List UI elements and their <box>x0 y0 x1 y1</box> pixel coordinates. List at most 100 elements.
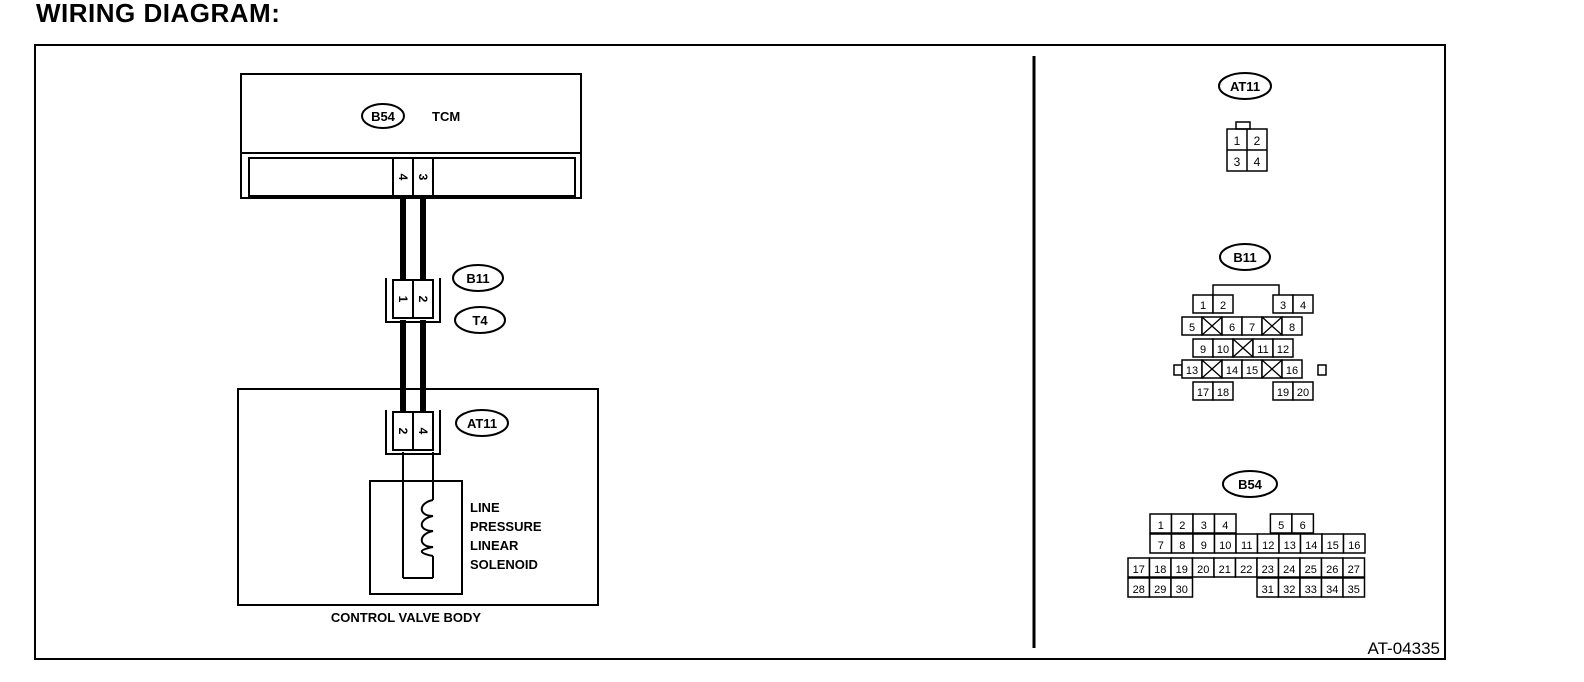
b11-view-pin-14: 14 <box>1226 365 1238 377</box>
b11-view-pin-19: 19 <box>1277 387 1289 399</box>
tcm-pin-3: 3 <box>416 174 430 181</box>
b54-view-pin-3: 3 <box>1201 520 1207 532</box>
tcm-pin-4: 4 <box>396 174 410 181</box>
t4-badge <box>454 306 506 334</box>
b11-view-pin-10: 10 <box>1217 344 1229 356</box>
unused-cavity-mark <box>1201 316 1223 336</box>
b54-view-pin-25: 25 <box>1305 564 1317 576</box>
b54-view-pin-30: 30 <box>1176 584 1188 596</box>
b11-view-pin-18: 18 <box>1217 387 1229 399</box>
b54-view-pin-8: 8 <box>1179 540 1185 552</box>
b11-view-pin-20: 20 <box>1297 387 1309 399</box>
b54-view-pin-7: 7 <box>1158 540 1164 552</box>
unused-cavity-mark <box>1261 359 1283 379</box>
b54-view-pin-17: 17 <box>1133 564 1145 576</box>
b11-view-pin-6: 6 <box>1229 322 1235 334</box>
diagram-frame <box>34 44 1446 660</box>
b54-view-pin-6-cell <box>1291 513 1315 534</box>
b54-view-pin-35-cell <box>1342 577 1366 598</box>
tcm-label: TCM <box>432 109 460 124</box>
b54-view-pin-30-cell <box>1170 577 1194 598</box>
at11-pin-4: 4 <box>416 428 430 435</box>
at11-view-pin-4: 4 <box>1254 155 1261 169</box>
solenoid-line-1: LINE <box>470 500 500 515</box>
control-valve-body: 2 4 AT11 LINE PRESSURE LINEAR SOLENOID C… <box>237 388 599 625</box>
b11-pin-2: 2 <box>416 296 430 303</box>
b11-view-pin-7: 7 <box>1249 322 1255 334</box>
b11-t4-junction: 1 2 B11 T4 <box>385 264 506 334</box>
b54-view-pin-10: 10 <box>1219 540 1231 552</box>
tcm-connector-badge <box>361 103 405 129</box>
b11-view-pin-16-cell <box>1281 359 1303 379</box>
b54-view-pin-4-cell <box>1213 513 1237 534</box>
b11-view-pin-16: 16 <box>1286 365 1298 377</box>
b54-view-pin-32: 32 <box>1283 584 1295 596</box>
solenoid-box <box>369 480 463 595</box>
at11-pin-2: 2 <box>396 428 410 435</box>
b11-view-pin-8: 8 <box>1289 322 1295 334</box>
b54-view-pin-23: 23 <box>1262 564 1274 576</box>
b54-view-badge <box>1222 470 1278 498</box>
b11-view-pin-15: 15 <box>1246 365 1258 377</box>
b11-view-pin-12-cell <box>1272 338 1294 358</box>
b54-view-pin-18: 18 <box>1154 564 1166 576</box>
valve-body-label: CONTROL VALVE BODY <box>331 610 482 625</box>
b54-view-pin-21: 21 <box>1219 564 1231 576</box>
b54-view-pin-9: 9 <box>1201 540 1207 552</box>
b11-view-pin-13: 13 <box>1186 365 1198 377</box>
b54-view-pin-16: 16 <box>1348 540 1360 552</box>
at11-badge <box>455 409 509 437</box>
b11-view-pin-5: 5 <box>1189 322 1195 334</box>
b54-view-pin-6: 6 <box>1300 520 1306 532</box>
b11-view-label: B11 <box>1233 250 1256 265</box>
page-title: WIRING DIAGRAM: <box>36 0 281 28</box>
b54-view-pin-2: 2 <box>1179 520 1185 532</box>
b54-view-label: B54 <box>1238 477 1263 492</box>
b54-view-pin-14: 14 <box>1305 540 1317 552</box>
b11-view-pin-20-cell <box>1292 381 1314 401</box>
at11-connector-view: AT11 1 2 3 4 <box>1218 72 1272 172</box>
b11-view-pin-9: 9 <box>1200 344 1206 356</box>
b54-view-pin-5: 5 <box>1278 520 1284 532</box>
b11-label: B11 <box>466 271 489 286</box>
solenoid-line-3: LINEAR <box>470 538 519 553</box>
b54-view-pin-22: 22 <box>1240 564 1252 576</box>
b54-view-pin-16-cell <box>1342 533 1366 554</box>
tcm-unit: B54 TCM 4 3 <box>240 73 582 199</box>
unused-cavity-mark <box>1232 338 1254 358</box>
b54-view-pin-11: 11 <box>1241 540 1252 552</box>
b54-view-pin-13: 13 <box>1284 540 1296 552</box>
b11-view-badge <box>1219 243 1271 271</box>
b54-view-pin-1: 1 <box>1158 520 1164 532</box>
b11-view-pin-8-cell <box>1281 316 1303 336</box>
b54-view-pin-19: 19 <box>1176 564 1188 576</box>
b54-view-pin-34: 34 <box>1326 584 1338 596</box>
solenoid-coil-icon <box>420 499 434 557</box>
b54-view-pin-29: 29 <box>1154 584 1166 596</box>
unused-cavity-mark <box>1201 359 1223 379</box>
at11-view-badge <box>1218 72 1272 100</box>
at11-view-label: AT11 <box>1230 79 1260 94</box>
b54-view-pin-15: 15 <box>1327 540 1339 552</box>
b54-view-pin-31: 31 <box>1262 584 1274 596</box>
b11-pin-1: 1 <box>396 296 410 303</box>
b11-view-pin-4-cell <box>1292 294 1314 314</box>
tcm-connector-label: B54 <box>371 109 396 124</box>
b11-view-pin-1: 1 <box>1200 300 1206 312</box>
at11-view-pin-1: 1 <box>1234 134 1241 148</box>
b11-view-pin-17: 17 <box>1197 387 1209 399</box>
b11-view-pin-18-cell <box>1212 381 1234 401</box>
at11-label: AT11 <box>467 416 497 431</box>
b54-view-pin-24: 24 <box>1283 564 1295 576</box>
b54-view-pin-28: 28 <box>1133 584 1145 596</box>
b54-view-pin-27-cell <box>1342 557 1366 578</box>
solenoid-line-2: PRESSURE <box>470 519 542 534</box>
b54-view-pin-12: 12 <box>1262 540 1274 552</box>
b11-view-pin-3: 3 <box>1280 300 1286 312</box>
t4-label: T4 <box>472 313 488 328</box>
b54-view-pin-35: 35 <box>1348 584 1360 596</box>
